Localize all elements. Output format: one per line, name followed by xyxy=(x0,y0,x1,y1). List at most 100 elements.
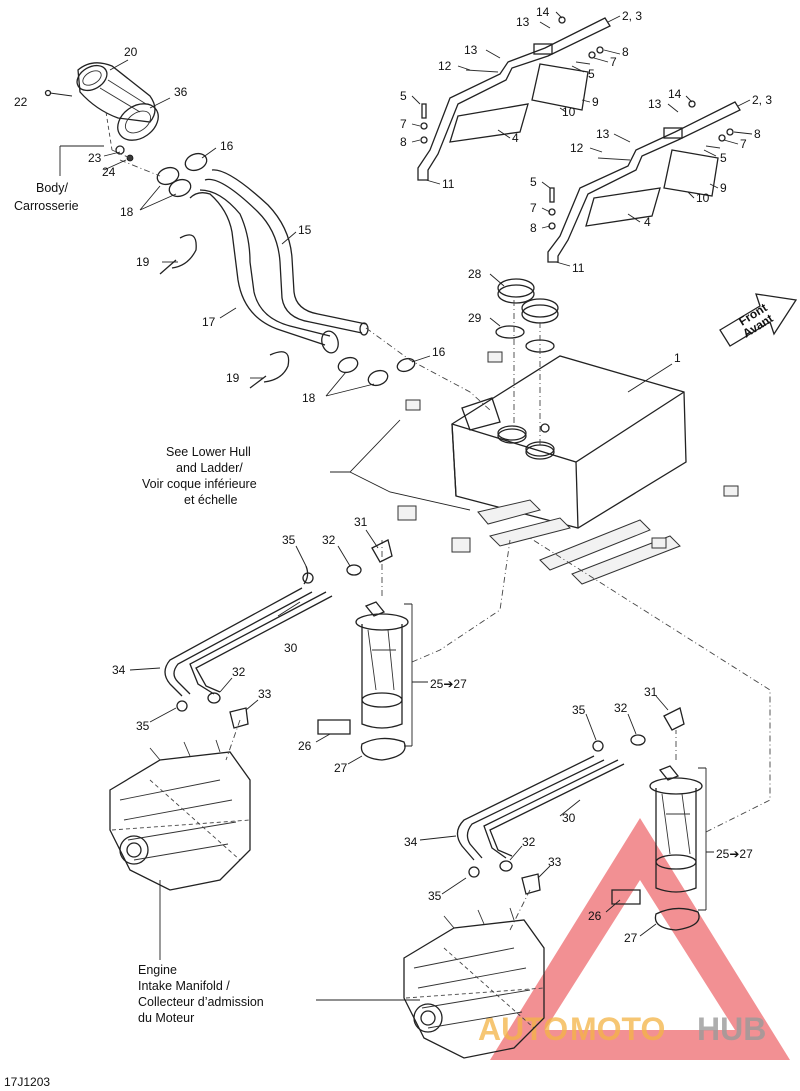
body-note-line2: Carrosserie xyxy=(14,199,79,213)
callout-22: 22 xyxy=(14,95,28,109)
pump-lock-rings xyxy=(495,278,559,446)
body-note: Body/ Carrosserie xyxy=(14,181,79,213)
callout-4-lower: 4 xyxy=(644,215,651,229)
pump-b-range: 25➔27 xyxy=(716,847,753,861)
callout-14-upper: 14 xyxy=(536,5,550,19)
lower-hull-note-line4: et échelle xyxy=(184,493,238,507)
callout-27-a: 27 xyxy=(334,761,348,775)
callout-7-upper-b: 7 xyxy=(400,117,407,131)
callout-11-lower: 11 xyxy=(572,261,585,275)
callout-14-lower: 14 xyxy=(668,87,682,101)
pump-a-hoses xyxy=(164,539,393,761)
tank-strap-assembly-lower xyxy=(547,100,741,263)
callout-27-b: 27 xyxy=(624,931,638,945)
fuel-tank xyxy=(397,351,739,585)
callout-13-upper-b: 13 xyxy=(464,43,478,57)
callout-24: 24 xyxy=(102,165,116,179)
callout-12-lower: 12 xyxy=(570,141,584,155)
callout-10-lower: 10 xyxy=(696,191,710,205)
callout-8-lower-b: 8 xyxy=(530,221,537,235)
callout-36: 36 xyxy=(174,85,188,99)
callout-5-upper-b: 5 xyxy=(400,89,407,103)
engine-note: Engine Intake Manifold / Collecteur d’ad… xyxy=(138,963,264,1025)
callout-16-lower: 16 xyxy=(432,345,446,359)
watermark-text-moto: MOTO xyxy=(570,1011,665,1047)
callout-20: 20 xyxy=(124,45,138,59)
callout-9-upper: 9 xyxy=(592,95,599,109)
callout-4-upper: 4 xyxy=(512,131,519,145)
engine-note-line4: du Moteur xyxy=(138,1011,194,1025)
lower-hull-note-line1: See Lower Hull xyxy=(166,445,251,459)
callout-29: 29 xyxy=(468,311,482,325)
watermark-text-auto: AUTO xyxy=(478,1011,568,1047)
callout-5-lower-b: 5 xyxy=(530,175,537,189)
callout-5-upper-a: 5 xyxy=(588,67,595,81)
callout-7-upper-a: 7 xyxy=(610,55,617,69)
watermark-text-hub: HUB xyxy=(697,1011,766,1047)
callout-23: 23 xyxy=(88,151,102,165)
callout-7-lower-b: 7 xyxy=(530,201,537,215)
callout-32-a-bottom: 32 xyxy=(232,665,246,679)
callout-26-b: 26 xyxy=(588,909,602,923)
callout-8-upper-b: 8 xyxy=(400,135,407,149)
callout-7-lower-a: 7 xyxy=(740,137,747,151)
leader-lines xyxy=(59,11,753,1001)
watermark-triangle xyxy=(490,818,790,1060)
callout-31-b: 31 xyxy=(644,685,658,699)
body-note-line1: Body/ xyxy=(36,181,68,195)
callout-8-lower-a: 8 xyxy=(754,127,761,141)
engine-intake-manifold-b xyxy=(403,907,545,1059)
engine-note-line1: Engine xyxy=(138,963,177,977)
callout-35-a-top: 35 xyxy=(282,533,296,547)
callout-13-lower-a: 13 xyxy=(648,97,662,111)
callout-19-upper: 19 xyxy=(136,255,150,269)
diagram-code: 17J1203 xyxy=(4,1075,50,1089)
callout-11-upper: 11 xyxy=(442,177,455,191)
callout-30-b: 30 xyxy=(562,811,576,825)
callout-2-3-lower: 2, 3 xyxy=(752,93,772,107)
callout-32-b-top: 32 xyxy=(614,701,628,715)
callout-13-lower-b: 13 xyxy=(596,127,610,141)
callout-13-upper-a: 13 xyxy=(516,15,530,29)
callout-19-lower: 19 xyxy=(226,371,240,385)
callout-32-b-bottom: 32 xyxy=(522,835,536,849)
callout-33-b: 33 xyxy=(548,855,562,869)
filler-neck-assembly xyxy=(44,62,159,162)
callout-35-a-bottom: 35 xyxy=(136,719,150,733)
callout-18-upper: 18 xyxy=(120,205,134,219)
fuel-pump-a xyxy=(317,539,511,761)
callout-10-upper: 10 xyxy=(562,105,576,119)
callout-5-lower-a: 5 xyxy=(720,151,727,165)
callout-35-b-top: 35 xyxy=(572,703,586,717)
callout-1: 1 xyxy=(674,351,681,365)
callout-35-b-bottom: 35 xyxy=(428,889,442,903)
lower-hull-note: See Lower Hull and Ladder/ Voir coque in… xyxy=(142,445,257,507)
callout-30-a: 30 xyxy=(284,641,298,655)
tank-strap-assembly-upper xyxy=(417,16,611,181)
pump-a-range: 25➔27 xyxy=(430,677,467,691)
callout-8-upper-a: 8 xyxy=(622,45,629,59)
engine-note-line2: Intake Manifold / xyxy=(138,979,230,993)
callout-17: 17 xyxy=(202,315,216,329)
callout-labels: 20 36 22 23 24 16 18 15 19 17 19 18 16 2… xyxy=(14,5,772,945)
callout-34-a: 34 xyxy=(112,663,126,677)
callout-28: 28 xyxy=(468,267,482,281)
fuel-pump-b xyxy=(529,537,771,931)
callout-33-a: 33 xyxy=(258,687,272,701)
engine-intake-manifold-a xyxy=(109,739,251,891)
front-direction-arrow xyxy=(719,293,798,347)
pump-b-hoses xyxy=(456,707,685,931)
callout-12-upper: 12 xyxy=(438,59,452,73)
watermark-logo xyxy=(490,818,790,1060)
lower-hull-note-line2: and Ladder/ xyxy=(176,461,243,475)
callout-31-a: 31 xyxy=(354,515,368,529)
callout-15: 15 xyxy=(298,223,312,237)
callout-2-3-upper: 2, 3 xyxy=(622,9,642,23)
callout-9-lower: 9 xyxy=(720,181,727,195)
callout-32-a-top: 32 xyxy=(322,533,336,547)
callout-18-lower: 18 xyxy=(302,391,316,405)
callout-26-a: 26 xyxy=(298,739,312,753)
lower-hull-note-line3: Voir coque inférieure xyxy=(142,477,257,491)
callout-16-upper: 16 xyxy=(220,139,234,153)
